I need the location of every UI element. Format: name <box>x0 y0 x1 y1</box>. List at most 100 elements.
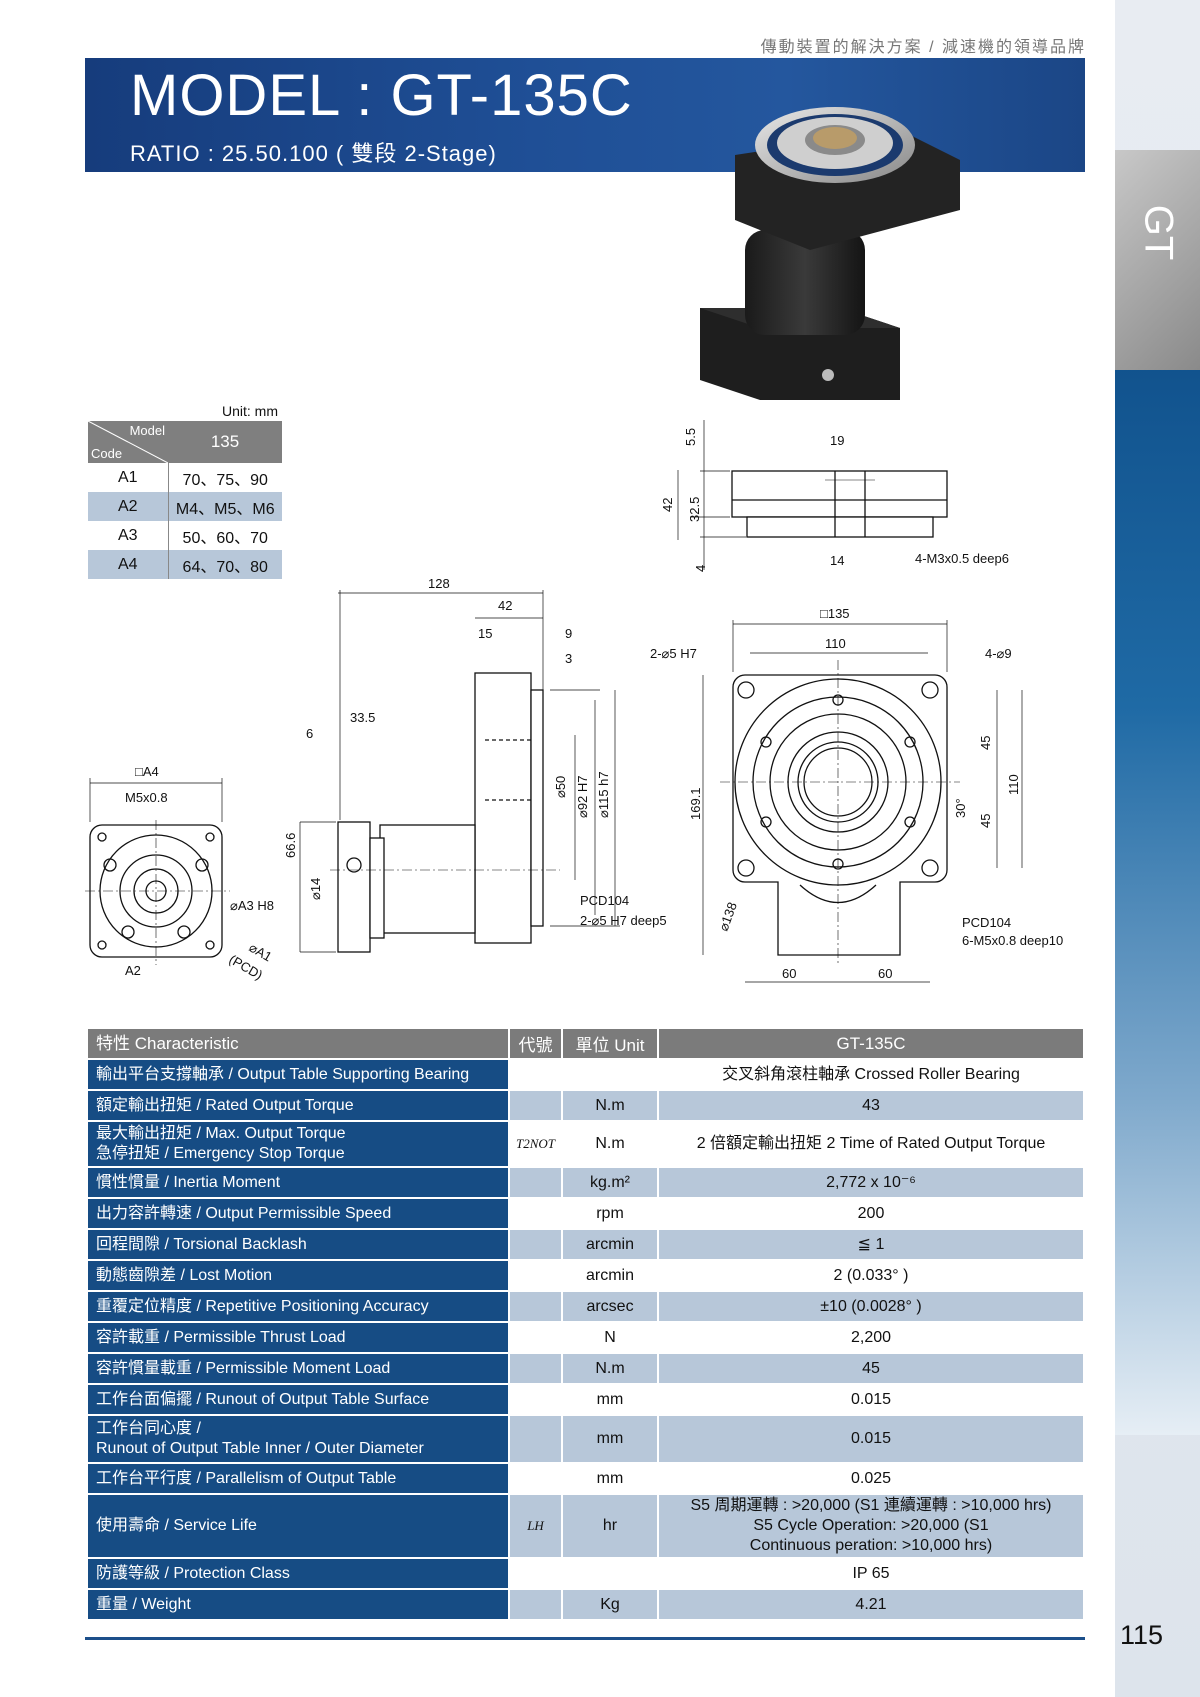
row-value-line: Continuous peration: >10,000 hrs) <box>749 1537 993 1554</box>
row-characteristic: 容許慣量載重 / Permissible Moment Load <box>88 1353 510 1385</box>
side-blue-gradient <box>1115 315 1200 1435</box>
row-value: 2 (0.033° ) <box>658 1260 1083 1292</box>
row-characteristic: 輸出平台支撐軸承 / Output Table Supporting Beari… <box>88 1059 510 1091</box>
dim-label: 60 <box>878 966 892 981</box>
row-characteristic: 使用壽命 / Service Life <box>88 1494 510 1559</box>
dim-label: ⌀115 h7 <box>596 771 611 818</box>
row-unit: hr <box>562 1494 659 1559</box>
row-code <box>509 1090 563 1122</box>
row-characteristic: 慣性慣量 / Inertia Moment <box>88 1167 510 1199</box>
row-code <box>509 1167 563 1199</box>
spec-table: 特性 Characteristic 代號 單位 Unit GT-135C 輸出平… <box>88 1029 1083 1621</box>
row-characteristic: 重覆定位精度 / Repetitive Positioning Accuracy <box>88 1291 510 1323</box>
row-code <box>509 1291 563 1323</box>
dim-label: ⌀138 <box>716 900 740 933</box>
row-value: M4、M5、M6 <box>168 492 282 521</box>
row-value: 0.025 <box>658 1463 1083 1495</box>
row-characteristic: 防護等級 / Protection Class <box>88 1558 510 1590</box>
row-value: 0.015 <box>658 1384 1083 1416</box>
row-value: 43 <box>658 1090 1083 1122</box>
row-characteristic: 出力容許轉速 / Output Permissible Speed <box>88 1198 510 1230</box>
row-value: 2,772 x 10⁻⁶ <box>658 1167 1083 1199</box>
dim-label: 2-⌀5 H7 <box>650 646 697 661</box>
front-view-drawing <box>702 620 1023 983</box>
row-code <box>509 1463 563 1495</box>
row-value: 0.015 <box>658 1415 1083 1464</box>
row-code <box>509 1059 563 1091</box>
row-value-line: S5 周期運轉 : >20,000 (S1 連續運轉 : >10,000 hrs… <box>690 1497 1052 1514</box>
row-characteristic: 額定輸出扭矩 / Rated Output Torque <box>88 1090 510 1122</box>
dim-label: ⌀92 H7 <box>575 775 590 818</box>
dim-label: 42 <box>660 498 675 512</box>
dim-label: 15 <box>478 626 492 641</box>
side-view-drawing <box>299 590 620 953</box>
row-value: ≦ 1 <box>658 1229 1083 1261</box>
table-row: 重覆定位精度 / Repetitive Positioning Accuracy… <box>88 1291 1083 1323</box>
model-title: MODEL : GT-135C <box>130 63 633 128</box>
row-characteristic-line: Runout of Output Table Inner / Outer Dia… <box>96 1440 424 1457</box>
row-characteristic: 工作台面偏擺 / Runout of Output Table Surface <box>88 1384 510 1416</box>
dim-label: ⌀50 <box>553 776 568 798</box>
row-unit <box>562 1059 659 1091</box>
dim-label: 6-M5x0.8 deep10 <box>962 933 1063 948</box>
row-code <box>509 1260 563 1292</box>
row-value-line: S5 Cycle Operation: >20,000 (S1 <box>753 1517 989 1534</box>
row-code <box>509 1198 563 1230</box>
dim-label: 5.5 <box>683 428 698 446</box>
dim-label: 4 <box>693 565 708 572</box>
dim-label: 45 <box>978 736 993 750</box>
ratio-text: RATIO : 25.50.100 ( 雙段 2-Stage) <box>130 141 497 166</box>
row-unit: N <box>562 1322 659 1354</box>
page-number: 115 <box>1120 1620 1164 1650</box>
product-photo <box>700 107 960 400</box>
dim-label: 128 <box>428 576 450 591</box>
header-code-label: Code <box>91 446 123 461</box>
row-unit: kg.m² <box>562 1167 659 1199</box>
row-code: T2NOT <box>509 1121 563 1168</box>
dim-label: 4-⌀9 <box>985 646 1012 661</box>
row-unit: mm <box>562 1415 659 1464</box>
motor-flange-view <box>85 778 230 965</box>
row-value: 2,200 <box>658 1322 1083 1354</box>
row-code: A3 <box>88 521 169 550</box>
row-unit: N.m <box>562 1090 659 1122</box>
dim-label: PCD104 <box>962 915 1011 930</box>
row-code: LH <box>509 1494 563 1559</box>
row-unit: N.m <box>562 1121 659 1168</box>
dim-label: 32.5 <box>687 497 702 522</box>
dim-label: 2-⌀5 H7 deep5 <box>580 913 667 928</box>
row-unit: rpm <box>562 1198 659 1230</box>
row-value: ±10 (0.0028° ) <box>658 1291 1083 1323</box>
dim-label: 60 <box>782 966 796 981</box>
row-code <box>509 1589 563 1621</box>
table-row: 回程間隙 / Torsional Backlash arcmin≦ 1 <box>88 1229 1083 1261</box>
footer-rule <box>85 1637 1085 1640</box>
dim-label: PCD104 <box>580 893 629 908</box>
dim-label: 30° <box>953 798 968 818</box>
row-characteristic: 回程間隙 / Torsional Backlash <box>88 1229 510 1261</box>
dim-label: ⌀A3 H8 <box>230 898 274 913</box>
dim-label: 66.6 <box>283 833 298 858</box>
row-unit: Kg <box>562 1589 659 1621</box>
dim-label: 33.5 <box>350 710 375 725</box>
row-characteristic-line: 工作台同心度 / <box>96 1420 201 1437</box>
row-characteristic-line: 最大輸出扭矩 / Max. Output Torque <box>96 1125 346 1142</box>
tagline: 傳動裝置的解決方案 / 減速機的領導品牌 <box>760 39 1086 56</box>
row-unit: arcmin <box>562 1260 659 1292</box>
row-code <box>509 1353 563 1385</box>
header-unit: 單位 Unit <box>562 1029 659 1060</box>
dim-label: 6 <box>306 726 313 741</box>
row-unit: arcmin <box>562 1229 659 1261</box>
